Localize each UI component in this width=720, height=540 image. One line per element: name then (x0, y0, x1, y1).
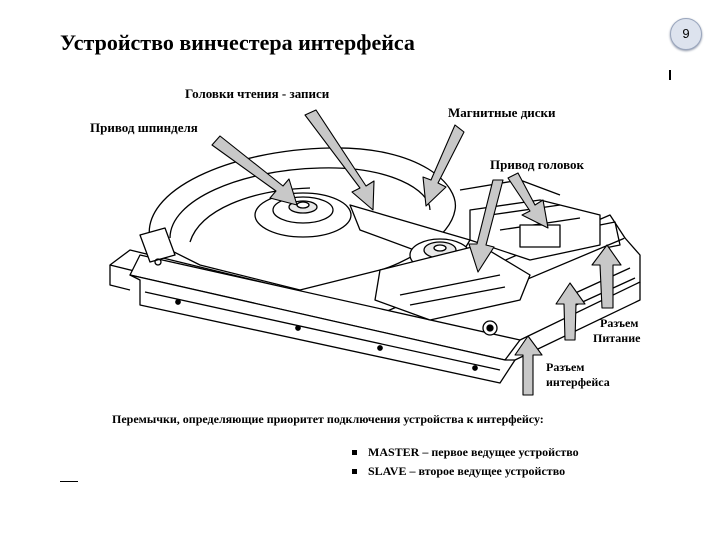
arrow-icon (555, 282, 586, 341)
panel-screw (377, 345, 383, 351)
arrow-icon (591, 244, 622, 309)
arrow-icon (304, 109, 375, 211)
panel-screw (295, 325, 301, 331)
slide-title: Устройство винчестера интерфейса (60, 30, 415, 55)
edge-mark (669, 70, 671, 80)
label-spindle-drive: Привод шпинделя (90, 120, 198, 135)
arrow-icon (514, 335, 543, 396)
label-power-connector-line2: Питание (593, 331, 641, 345)
list-item: MASTER – первое ведущее устройство (350, 443, 579, 462)
arrow-icon (211, 135, 298, 206)
jumpers-list: MASTER – первое ведущее устройство SLAVE… (350, 443, 579, 481)
label-head-actuator: Привод головок (490, 157, 585, 172)
label-magnetic-disks: Магнитные диски (448, 105, 556, 120)
label-interface-connector-line1: Разъем (546, 360, 585, 374)
left-post (139, 227, 176, 263)
arrow-icon (422, 124, 465, 207)
panel-screw (472, 365, 478, 371)
arrow-icon (468, 179, 504, 273)
panel-screw (175, 299, 181, 305)
jumpers-caption: Перемычки, определяющие приоритет подклю… (112, 412, 544, 426)
label-interface-connector-line2: интерфейса (546, 375, 610, 389)
label-heads: Головки чтения - записи (185, 86, 330, 101)
arrow-icon (507, 172, 549, 229)
list-item: SLAVE – второе ведущее устройство (350, 462, 579, 481)
label-power-connector-line1: Разъем (600, 316, 639, 330)
page-number-badge: 9 (670, 18, 702, 50)
divider (60, 481, 78, 482)
